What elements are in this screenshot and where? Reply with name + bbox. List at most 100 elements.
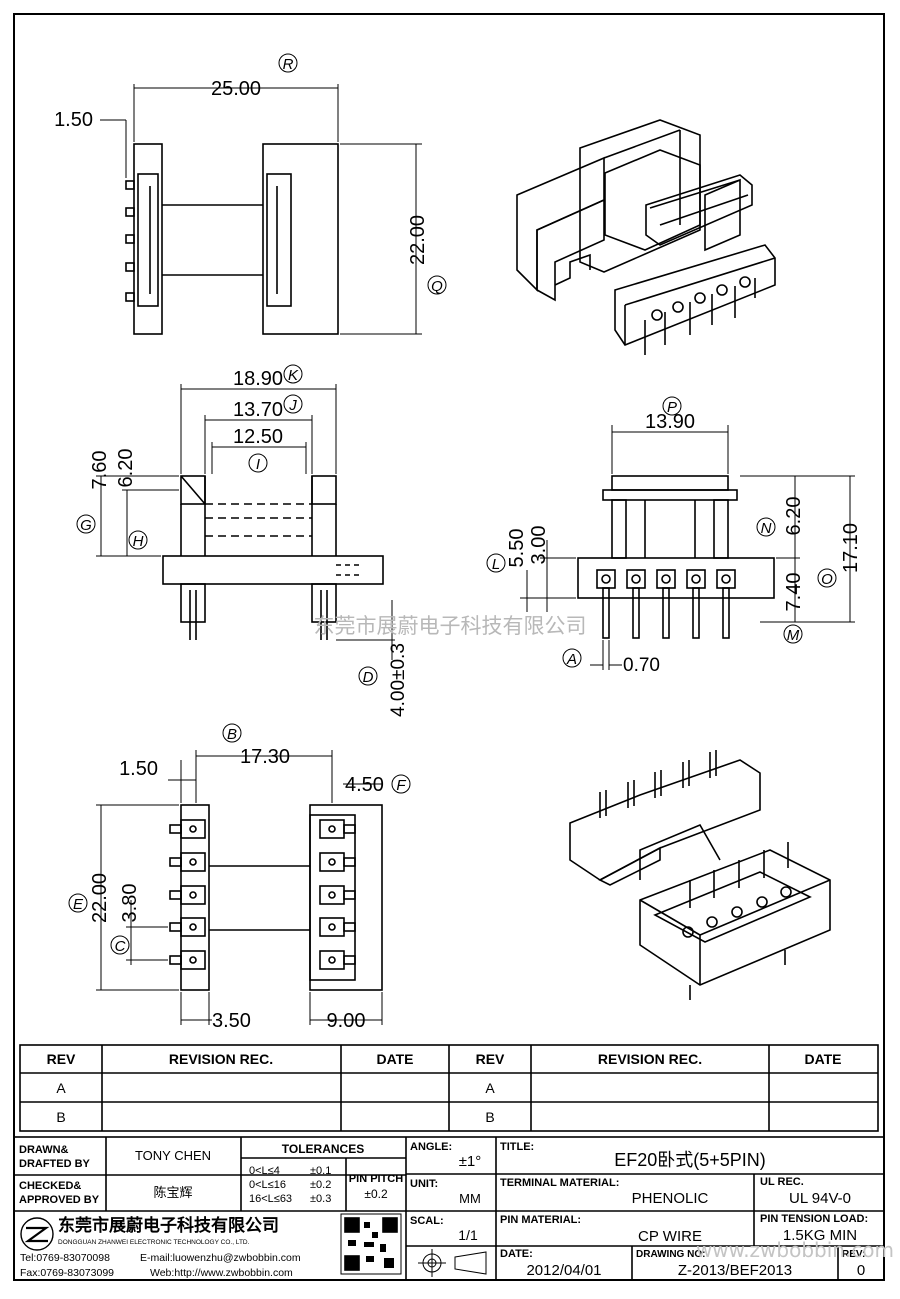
dim-bottom-17-30: 17.30 — [240, 746, 290, 768]
title-value: EF20卧式(5+5PIN) — [614, 1150, 766, 1170]
company-name-cn: 东莞市展蔚电子科技有限公司 — [58, 1215, 279, 1236]
dim-front-13-90: 13.90 — [645, 411, 695, 433]
company-tel: Tel:0769-83070098 — [20, 1252, 110, 1264]
revision-rec-header-2: REVISION REC. — [598, 1051, 702, 1067]
date-header-2: DATE — [804, 1051, 841, 1067]
dim-top-1-50: 1.50 — [54, 109, 93, 131]
dim-front-6-20: 6.20 — [783, 497, 805, 536]
title-label: TITLE: — [500, 1141, 534, 1153]
dim-bottom-1-50: 1.50 — [119, 758, 158, 780]
side-view — [76, 364, 395, 686]
drawn-value: TONY CHEN — [135, 1148, 211, 1163]
tol-range-2: 0<L≤16 — [249, 1179, 286, 1191]
dim-bottom-3-50: 3.50 — [212, 1010, 251, 1032]
dim-front-17-10: 17.10 — [840, 523, 862, 573]
label-q: Q — [431, 278, 443, 295]
pin-pitch-label: PIN PITCH — [349, 1173, 403, 1185]
company-web: Web:http://www.zwbobbin.com — [150, 1267, 293, 1279]
label-j: J — [288, 397, 297, 414]
revision-table — [19, 1044, 879, 1132]
label-o: O — [821, 571, 833, 588]
rev-header-1: REV — [47, 1051, 76, 1067]
tolerances-label: TOLERANCES — [282, 1142, 364, 1156]
pin-material-value: CP WIRE — [638, 1228, 702, 1245]
rev-cell: A — [56, 1080, 66, 1096]
dim-front-5-50: 5.50 — [506, 529, 528, 568]
rev-cell: B — [485, 1109, 494, 1125]
label-e: E — [73, 896, 84, 913]
rev-cell: A — [485, 1080, 495, 1096]
checked-value: 陈宝辉 — [153, 1185, 192, 1200]
terminal-material-value: PHENOLIC — [632, 1190, 709, 1207]
label-k: K — [288, 367, 299, 384]
dim-top-25: 25.00 — [211, 78, 261, 100]
pin-tension-label: PIN TENSION LOAD: — [760, 1213, 868, 1225]
label-l: L — [492, 556, 500, 573]
company-email: E-mail:luowenzhu@zwbobbin.com — [140, 1252, 301, 1264]
label-p: P — [667, 399, 677, 416]
label-r: R — [283, 56, 294, 73]
dim-front-3-00: 3.00 — [528, 526, 550, 565]
dim-front-7-40: 7.40 — [783, 573, 805, 612]
dim-side-4-00: 4.00±0.3 — [388, 643, 409, 717]
rev-value: 0 — [857, 1262, 865, 1279]
dim-front-0-70: 0.70 — [623, 655, 660, 676]
label-g: G — [80, 517, 92, 534]
date-label: DATE: — [500, 1248, 533, 1260]
tol-value-1: ±0.1 — [310, 1165, 331, 1177]
label-i: I — [256, 456, 260, 473]
label-m: M — [787, 627, 800, 644]
dim-side-12-50: 12.50 — [233, 426, 283, 448]
date-value: 2012/04/01 — [526, 1262, 601, 1279]
rev-label: REV: — [842, 1249, 865, 1260]
dim-side-6-20: 6.20 — [115, 449, 137, 488]
pin-tension-value: 1.5KG MIN — [783, 1227, 857, 1244]
checked-label-2: APPROVED BY — [19, 1194, 100, 1206]
label-c: C — [115, 938, 126, 955]
dim-bottom-9-00: 9.00 — [327, 1010, 366, 1032]
unit-value: MM — [459, 1191, 481, 1206]
tol-value-3: ±0.3 — [310, 1193, 331, 1205]
label-b: B — [227, 726, 237, 743]
drawn-label-2: DRAFTED BY — [19, 1158, 91, 1170]
terminal-material-label: TERMINAL MATERIAL: — [500, 1177, 619, 1189]
label-n: N — [761, 520, 772, 537]
tol-range-1: 0<L≤4 — [249, 1165, 280, 1177]
label-d: D — [363, 669, 374, 686]
drawn-label-1: DRAWN& — [19, 1144, 69, 1156]
rev-header-2: REV — [476, 1051, 505, 1067]
angle-label: ANGLE: — [410, 1141, 452, 1153]
company-name-en: DONGGUAN ZHANWEI ELECTRONIC TECHNOLOGY C… — [58, 1239, 250, 1246]
dim-side-7-60: 7.60 — [89, 451, 111, 490]
isometric-view-bottom — [569, 750, 831, 1000]
ul-value: UL 94V-0 — [789, 1190, 851, 1207]
scale-value: 1/1 — [458, 1227, 478, 1243]
pin-material-label: PIN MATERIAL: — [500, 1214, 581, 1226]
title-block — [13, 1136, 885, 1281]
front-view — [486, 396, 855, 670]
label-a: A — [566, 651, 577, 668]
ul-label: UL REC. — [760, 1176, 804, 1188]
tol-value-2: ±0.2 — [310, 1179, 331, 1191]
dim-top-22: 22.00 — [407, 215, 429, 265]
angle-value: ±1° — [459, 1153, 482, 1170]
company-fax: Fax:0769-83073099 — [20, 1267, 114, 1279]
dim-side-13-70: 13.70 — [233, 399, 283, 421]
dim-bottom-3-80: 3.80 — [119, 884, 141, 923]
watermark-url: www.zwbobbin.com — [696, 1238, 894, 1262]
watermark-company: 东莞市展蔚电子科技有限公司 — [314, 614, 587, 638]
pin-pitch-value: ±0.2 — [364, 1187, 388, 1201]
drawing-no-label: DRAWING NO: — [636, 1249, 705, 1260]
top-view — [100, 53, 447, 335]
dim-side-18-90: 18.90 — [233, 368, 283, 390]
isometric-view-top — [516, 119, 776, 355]
dim-bottom-22: 22.00 — [89, 873, 111, 923]
date-header-1: DATE — [376, 1051, 413, 1067]
label-f: F — [396, 777, 406, 794]
label-h: H — [133, 533, 144, 550]
checked-label-1: CHECKED& — [19, 1180, 81, 1192]
dim-bottom-4-50: 4.50 — [345, 774, 384, 796]
scale-label: SCAL: — [410, 1215, 444, 1227]
